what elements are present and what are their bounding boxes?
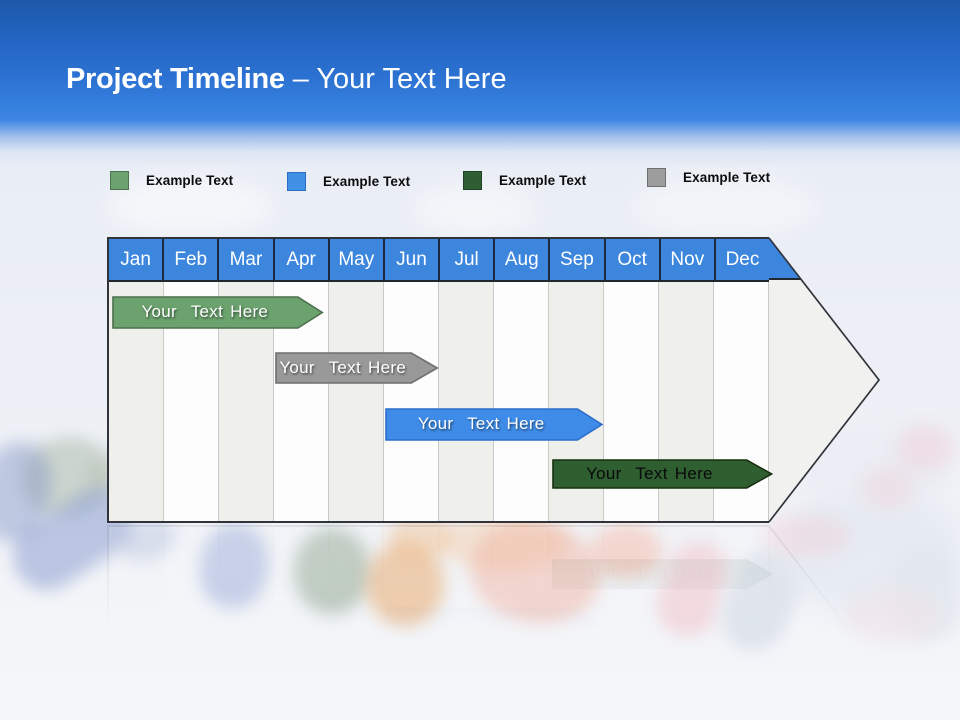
legend-label: Example Text — [499, 173, 587, 188]
legend-swatch-darkgreen — [463, 171, 482, 190]
bar-label: Your Text Here — [141, 302, 269, 321]
month-column-jun — [384, 282, 439, 521]
timeline-bar-1: Your Text Here — [112, 296, 324, 329]
legend-label: Example Text — [323, 174, 411, 189]
month-header-jun: Jun — [384, 239, 441, 280]
page-title: Project Timeline– Your Text Here — [66, 60, 507, 98]
legend-label: Example Text — [683, 170, 771, 185]
month-header-apr: Apr — [274, 239, 330, 280]
legend-item: Example Text — [287, 172, 410, 191]
bar-label: Your Text Here — [279, 358, 407, 377]
blurred-pill — [105, 178, 275, 233]
legend-item: Example Text — [463, 171, 586, 190]
blurred-pill — [410, 183, 540, 235]
blurred-pill — [194, 519, 274, 613]
month-column-aug — [494, 282, 549, 521]
timeline-arrow-tip — [769, 237, 881, 523]
bar-label: Your Text Here — [586, 464, 713, 483]
month-column-may — [329, 282, 384, 521]
month-header-nov: Nov — [660, 239, 716, 280]
blurred-pill — [438, 514, 568, 570]
blurred-pill — [366, 542, 444, 626]
timeline-bar-4: Your Text Here — [552, 459, 774, 489]
legend-label: Example Text — [146, 173, 234, 188]
blurred-pill — [592, 524, 662, 578]
legend-item: Example Text — [647, 168, 770, 187]
bar-arrow-shape — [385, 408, 603, 441]
month-header-jul: Jul — [440, 239, 496, 280]
legend-swatch-green — [110, 171, 129, 190]
legend-item: Example Text — [110, 171, 233, 190]
month-header-feb: Feb — [164, 239, 220, 280]
month-header-sep: Sep — [550, 239, 606, 280]
month-header-dec: Dec — [715, 239, 770, 280]
month-header-may: May — [329, 239, 385, 280]
month-column-jul — [439, 282, 494, 521]
month-header-aug: Aug — [495, 239, 551, 280]
blurred-pill — [762, 515, 852, 557]
blurred-pill — [896, 424, 954, 472]
title-banner — [0, 0, 960, 168]
month-header-mar: Mar — [219, 239, 275, 280]
month-header-jan: Jan — [109, 239, 165, 280]
page-title-light: – Your Text Here — [292, 63, 507, 95]
bar-arrow-shape — [112, 296, 324, 329]
timeline-bar-2: Your Text Here — [274, 352, 439, 384]
timeline-bar-3: Your Text Here — [385, 408, 603, 441]
bar-arrow-shape — [552, 459, 774, 489]
month-header-oct: Oct — [605, 239, 661, 280]
legend-swatch-blue — [287, 172, 306, 191]
blurred-pill — [845, 588, 940, 643]
blurred-pill — [862, 466, 914, 510]
blurred-pill — [294, 528, 370, 614]
page-title-bold: Project Timeline — [66, 63, 285, 95]
legend-swatch-gray — [647, 168, 666, 187]
bar-arrow-shape — [274, 352, 439, 384]
bar-label: Your Text Here — [417, 414, 545, 433]
